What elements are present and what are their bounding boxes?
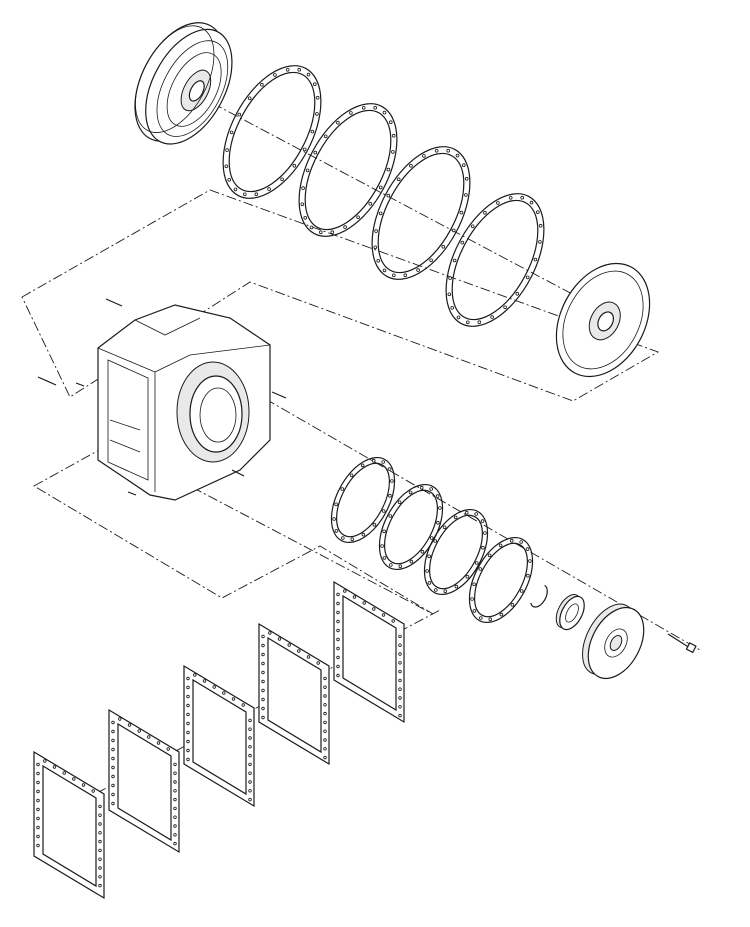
small-shim-ring-4 bbox=[468, 536, 534, 624]
bolt bbox=[667, 633, 697, 654]
small-shim-ring-3 bbox=[423, 508, 489, 596]
rectangular-gasket-3 bbox=[183, 664, 255, 808]
torque-converter bbox=[134, 22, 233, 145]
small-shim-ring-1 bbox=[330, 456, 396, 544]
upper-guide-outline bbox=[21, 189, 660, 402]
rectangular-gasket-1 bbox=[333, 580, 405, 724]
rectangular-gasket-4 bbox=[108, 708, 180, 854]
bearing bbox=[555, 594, 585, 631]
housing-pins bbox=[75, 382, 287, 496]
snap-ring bbox=[530, 584, 548, 608]
gearbox-housing bbox=[97, 304, 271, 501]
output-flange bbox=[582, 603, 645, 679]
impeller-disc bbox=[555, 262, 651, 378]
rectangular-gasket-2 bbox=[258, 622, 330, 766]
dowel-pin-1 bbox=[105, 298, 123, 307]
lower-guide-outline bbox=[33, 443, 434, 615]
bolt-holes bbox=[36, 67, 543, 888]
large-shim-ring-3 bbox=[371, 146, 471, 280]
large-shim-ring-1 bbox=[222, 65, 322, 199]
upper-axis-line bbox=[164, 77, 641, 331]
dowel-pin-2 bbox=[37, 376, 57, 386]
rectangular-gasket-5 bbox=[33, 750, 105, 900]
large-shim-ring-4 bbox=[445, 193, 545, 327]
large-shim-ring-2 bbox=[298, 103, 398, 237]
